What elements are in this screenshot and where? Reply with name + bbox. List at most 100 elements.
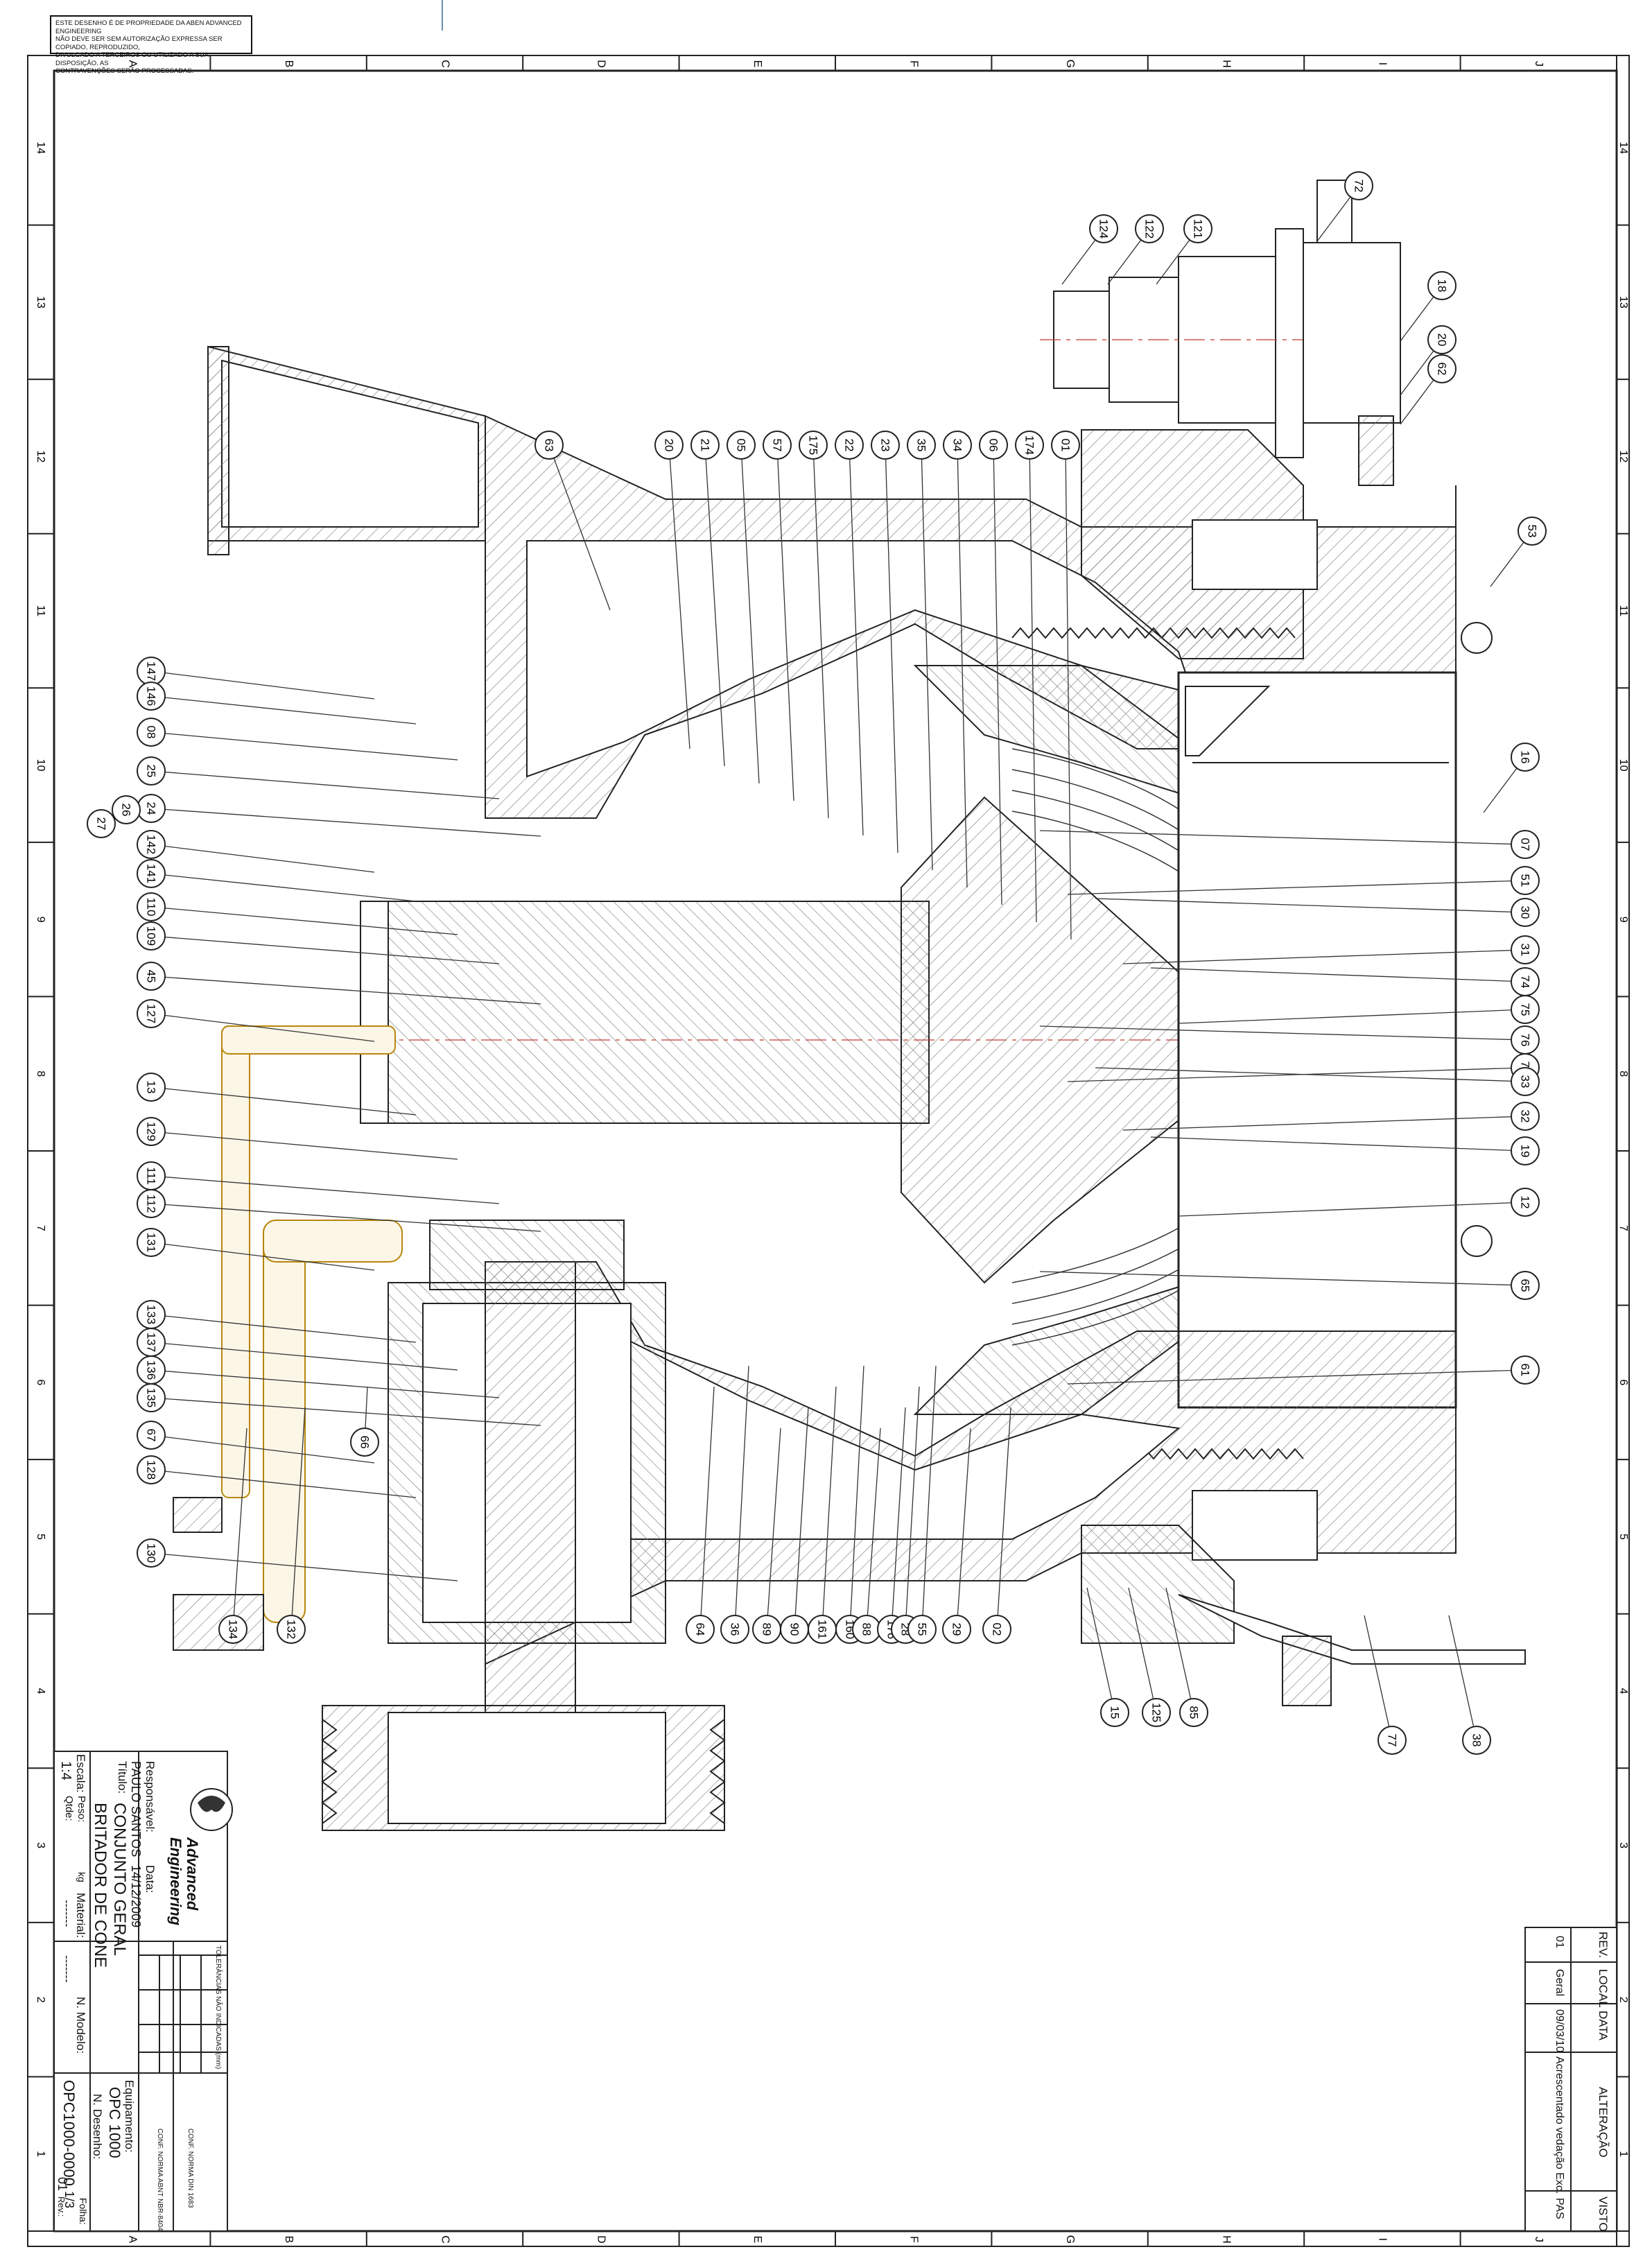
balloon-label: 90 bbox=[788, 1623, 801, 1636]
rev-header-data: DATA bbox=[1597, 2011, 1610, 2040]
balloon-label: 12 bbox=[1519, 1196, 1532, 1209]
grid-column-label: H bbox=[1220, 2235, 1232, 2244]
balloon-label: 45 bbox=[145, 970, 158, 983]
balloon-label: 112 bbox=[145, 1194, 158, 1213]
balloon-circle bbox=[907, 1615, 937, 1644]
leader-line bbox=[150, 906, 458, 935]
desenho-label: N. Desenho: bbox=[91, 2094, 104, 2160]
leader-line bbox=[290, 1407, 306, 1630]
balloon-circle bbox=[137, 1073, 166, 1102]
balloon-circle bbox=[1051, 431, 1080, 460]
grid-column-label: G bbox=[1064, 2235, 1076, 2244]
grid-column-label: J bbox=[1533, 61, 1545, 67]
balloon-label: 34 bbox=[951, 439, 964, 452]
leader-line bbox=[150, 1175, 500, 1204]
leader-line bbox=[921, 444, 933, 871]
grid-column-label: H bbox=[1220, 60, 1232, 68]
balloon-label: 134 bbox=[227, 1620, 240, 1639]
grid-column-label: A bbox=[126, 60, 138, 68]
leader-line bbox=[734, 1365, 749, 1630]
rev-row-data: 09/03/10 bbox=[1554, 2009, 1565, 2053]
leader-line bbox=[150, 1552, 458, 1581]
leader-line bbox=[150, 731, 458, 761]
balloon-circle bbox=[1100, 1698, 1129, 1727]
grid-row-label: 14 bbox=[1617, 141, 1629, 154]
leader-line bbox=[740, 444, 760, 784]
leader-line bbox=[1095, 1067, 1526, 1082]
rev-header-visto: VISTO bbox=[1597, 2196, 1610, 2232]
peso-label: Peso: bbox=[76, 1796, 87, 1823]
balloon-label: 175 bbox=[807, 435, 820, 455]
leader-line bbox=[150, 770, 500, 799]
rev-value: 01 bbox=[55, 2177, 69, 2192]
balloon-circle bbox=[137, 1538, 166, 1568]
balloon-label: 23 bbox=[879, 439, 892, 452]
balloon-label: 89 bbox=[760, 1623, 774, 1636]
leader-line bbox=[150, 695, 417, 725]
grid-row-label: 8 bbox=[1617, 1070, 1629, 1077]
leader-line bbox=[1165, 1587, 1194, 1713]
balloon-circle bbox=[1135, 214, 1164, 243]
balloon-label: 07 bbox=[1519, 838, 1532, 851]
leader-line bbox=[849, 1365, 864, 1630]
leader-line bbox=[150, 1397, 541, 1426]
balloon-label: 16 bbox=[1519, 751, 1532, 764]
equipamento-label: Equipamento: bbox=[123, 2080, 136, 2153]
leader-line bbox=[1178, 1009, 1526, 1024]
rev-row-alteracao: Acrescentado vedação Exc. bbox=[1554, 2056, 1565, 2194]
leader-line bbox=[150, 1369, 500, 1398]
rev-header-rev: REV. bbox=[1597, 1932, 1610, 1959]
balloon-label: 36 bbox=[729, 1623, 742, 1636]
grid-row-label: 7 bbox=[35, 1225, 46, 1231]
balloon-circle bbox=[907, 431, 936, 460]
balloon-circle bbox=[1511, 1188, 1540, 1217]
balloon-circle bbox=[137, 892, 166, 921]
balloon-circle bbox=[763, 431, 792, 460]
balloon-label: 31 bbox=[1519, 944, 1532, 957]
liner-ribs bbox=[1011, 748, 1193, 1346]
grid-column-label: B bbox=[283, 2236, 295, 2244]
balloon-label: 57 bbox=[771, 439, 784, 452]
balloon-circle bbox=[727, 431, 756, 460]
leader-line bbox=[150, 1013, 375, 1042]
balloon-label: 25 bbox=[145, 765, 158, 778]
leader-line bbox=[704, 444, 725, 767]
leader-line bbox=[1095, 898, 1526, 913]
balloon-circle bbox=[982, 1615, 1011, 1644]
balloon-label: 02 bbox=[991, 1623, 1004, 1636]
balloon-circle bbox=[137, 1421, 166, 1450]
leader-line bbox=[150, 1242, 375, 1271]
grid-row-label: 5 bbox=[1617, 1534, 1629, 1540]
balloon-label: 132 bbox=[285, 1620, 298, 1639]
leader-line bbox=[794, 1407, 809, 1630]
grid-row-label: 6 bbox=[1617, 1379, 1629, 1385]
balloon-label: 35 bbox=[915, 439, 928, 452]
leader-line bbox=[150, 976, 541, 1005]
balloon-label: 21 bbox=[699, 439, 712, 452]
leader-line bbox=[957, 444, 968, 888]
leader-line bbox=[1122, 949, 1526, 964]
balloon-label: 137 bbox=[145, 1333, 158, 1352]
balloon-label: 53 bbox=[1526, 525, 1539, 538]
balloon-circle bbox=[942, 1615, 971, 1644]
balloon-circle bbox=[1511, 935, 1540, 964]
notice-line: DIVULGADO A TERCEIROS OU UTILIZADO A SUA… bbox=[55, 51, 209, 67]
balloon-circle bbox=[137, 962, 166, 991]
conf-norma-2: CONF. NORMA DIN 1683 bbox=[186, 2128, 194, 2208]
balloon-label: 129 bbox=[145, 1122, 158, 1141]
balloon-circle bbox=[871, 431, 900, 460]
balloon-label: 161 bbox=[816, 1620, 829, 1639]
balloon-label: 22 bbox=[843, 439, 856, 452]
escala-label: Escala: bbox=[74, 1754, 87, 1793]
data-label: Data: bbox=[144, 1865, 157, 1893]
balloon-circle bbox=[835, 431, 864, 460]
balloon-label: 15 bbox=[1108, 1706, 1122, 1719]
balloon-circle bbox=[1377, 1726, 1407, 1755]
balloon-label: 06 bbox=[987, 439, 1000, 452]
balloon-label: 01 bbox=[1059, 439, 1072, 452]
balloon-label: 146 bbox=[145, 686, 158, 706]
leader-line bbox=[150, 808, 541, 837]
balloon-label: 147 bbox=[145, 661, 158, 681]
balloon-circle bbox=[137, 1455, 166, 1484]
